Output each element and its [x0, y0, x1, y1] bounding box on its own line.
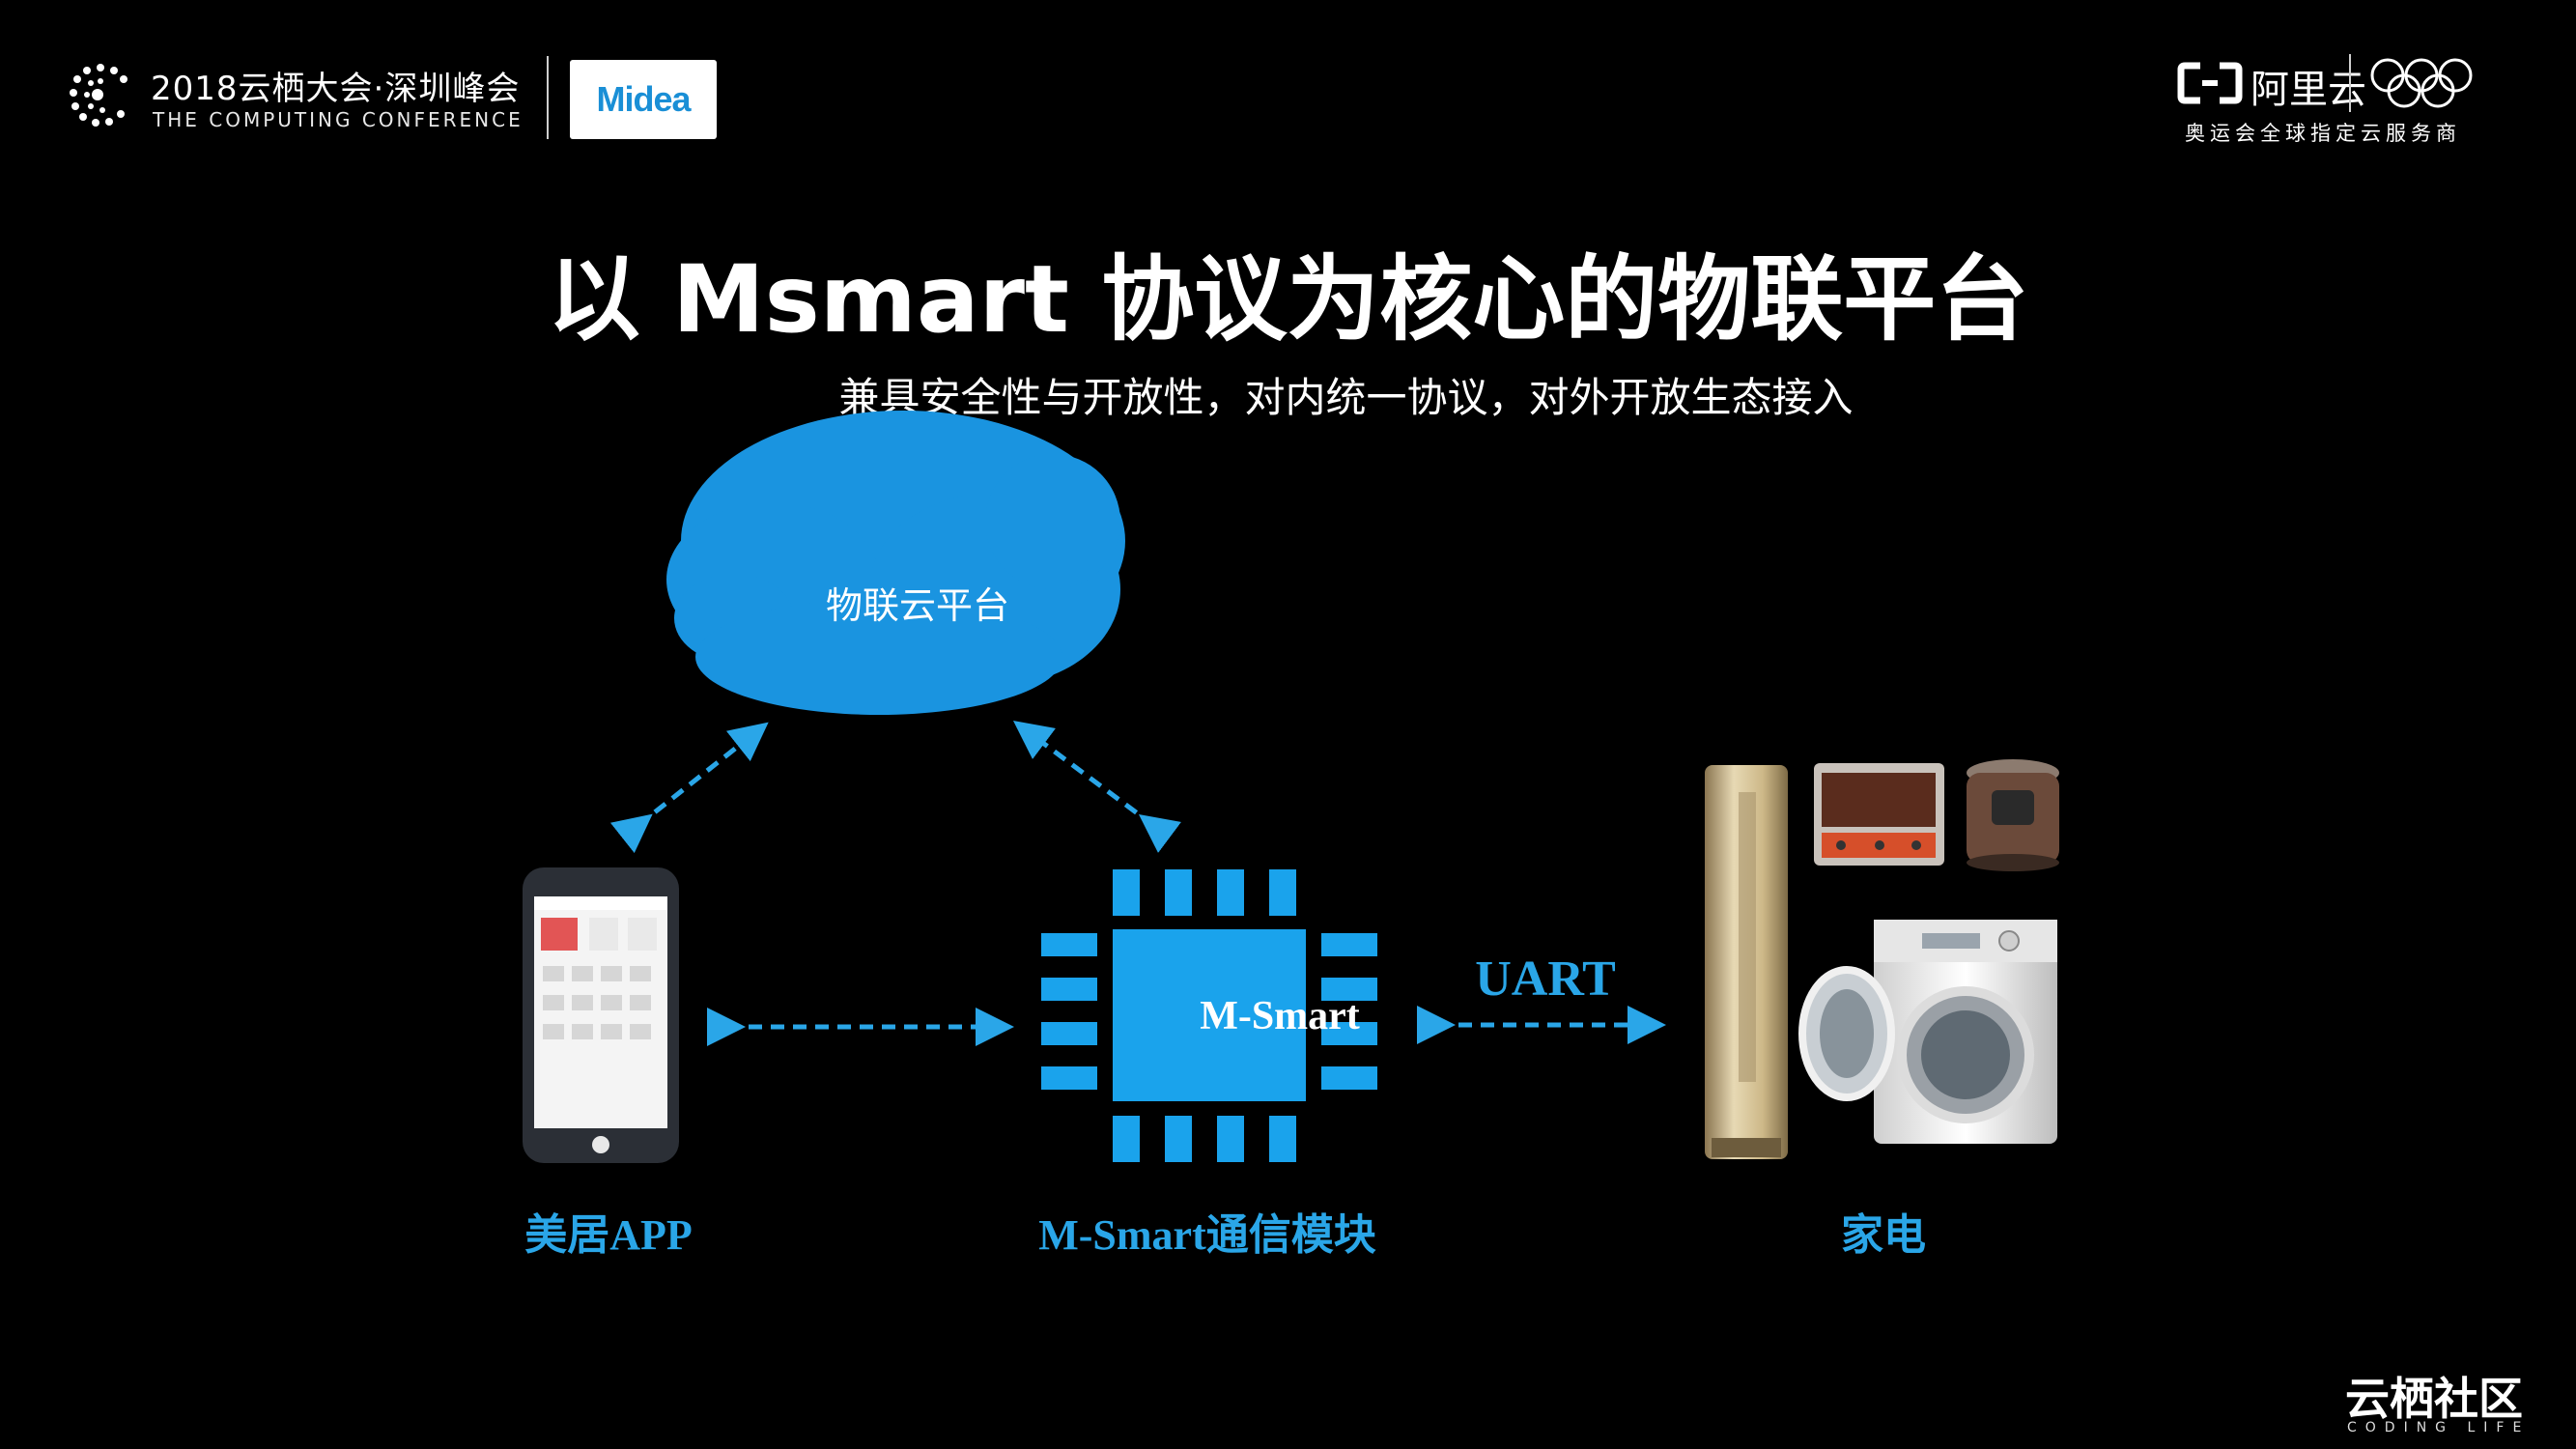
conference-subtitle: THE COMPUTING CONFERENCE: [153, 108, 524, 131]
app-label: 美居APP: [524, 1211, 693, 1259]
slide-title: 以 Msmart 协议为核心的物联平台: [547, 245, 2029, 354]
aliyun-divider: [2349, 54, 2351, 112]
cloud-platform-label: 物联云平台: [825, 584, 1009, 627]
midea-logo-text: Midea: [596, 79, 691, 119]
arrow-app-cloud: [609, 722, 769, 854]
aliyun-tagline: 奥运会全球指定云服务商: [2185, 122, 2461, 145]
aliyun-logo-icon: [2177, 62, 2243, 104]
chip-illustration: [1041, 869, 1377, 1162]
oven-illustration: [1814, 763, 1944, 866]
conference-title: 2018云栖大会·深圳峰会: [151, 70, 521, 108]
pressure-cooker-illustration: [1967, 759, 2059, 871]
uart-label: UART: [1475, 952, 1616, 1007]
air-conditioner-illustration: [1705, 765, 1788, 1159]
midea-logo: Midea: [570, 60, 717, 139]
module-label: M-Smart通信模块: [1038, 1211, 1376, 1259]
appliance-label: 家电: [1841, 1211, 1926, 1259]
slide-subtitle: 兼具安全性与开放性，对内统一协议，对外开放生态接入: [838, 374, 1854, 421]
cloud-shape: [666, 411, 1125, 715]
aliyun-name: 阿里云: [2250, 68, 2366, 112]
arrow-module-cloud: [1012, 721, 1181, 853]
olympic-rings-icon: [2370, 58, 2473, 108]
phone-illustration: [523, 867, 679, 1163]
washing-machine-illustration: [1798, 920, 2057, 1144]
community-logo-subtitle: CODING LIFE: [2347, 1420, 2531, 1435]
chip-label: M-Smart: [1200, 994, 1360, 1038]
header-divider: [547, 56, 549, 139]
conference-logo-icon: [70, 64, 127, 127]
community-logo-title: 云栖社区: [2345, 1373, 2523, 1425]
